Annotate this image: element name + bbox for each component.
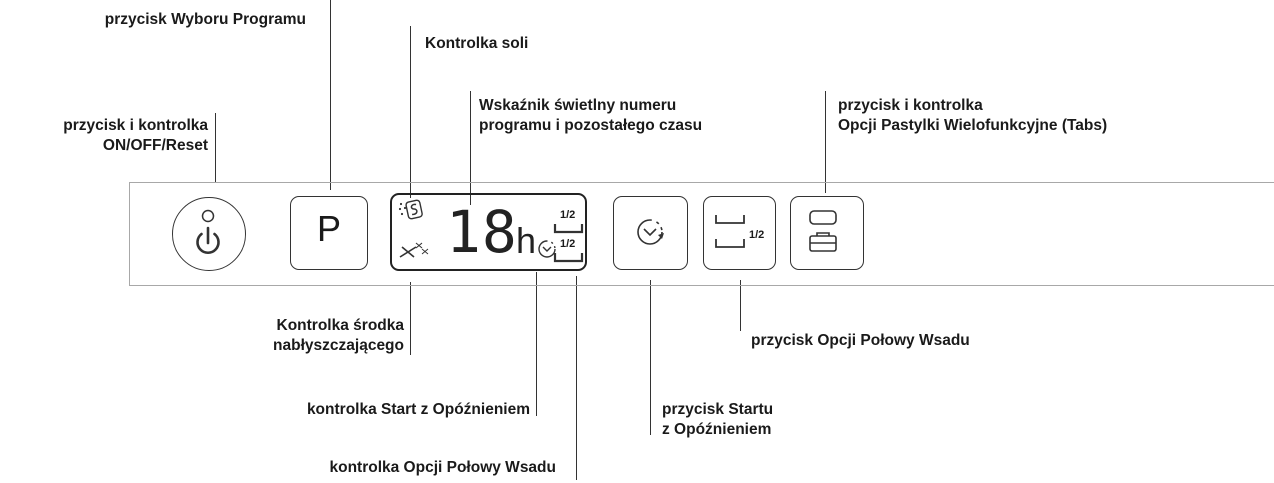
half-load-icon xyxy=(715,215,745,248)
leader-power-button xyxy=(215,113,216,183)
program-display: 18 h 1/2 1/2 xyxy=(390,193,587,271)
program-letter: P xyxy=(316,208,341,249)
tabs-button[interactable] xyxy=(790,196,864,270)
program-button[interactable]: P xyxy=(290,196,368,270)
label-delay-start-indicator: kontrolka Start z Opóźnieniem xyxy=(306,401,530,418)
half-fraction: 1/2 xyxy=(749,229,765,241)
label-tabs-button: przycisk i kontrolka Opcji Pastylki Wiel… xyxy=(838,97,1108,134)
leader-salt-indicator xyxy=(410,26,411,198)
label-rinse-aid-indicator: Kontrolka środka nabłyszczającego xyxy=(273,317,404,354)
label-half-load-button: przycisk Opcji Połowy Wsadu xyxy=(751,332,970,349)
rinse-aid-icon xyxy=(399,242,429,258)
display-digits: 18 xyxy=(446,198,518,266)
control-panel xyxy=(129,182,1274,286)
leader-half-load-button xyxy=(740,280,741,331)
half-fraction-upper: 1/2 xyxy=(560,209,576,221)
leader-program-button xyxy=(330,0,331,190)
half-load-icon xyxy=(553,224,584,263)
half-fraction-lower: 1/2 xyxy=(560,238,576,250)
leader-display xyxy=(470,91,471,205)
power-icon xyxy=(196,210,221,255)
delay-clock-icon xyxy=(538,240,556,258)
half-load-button[interactable]: 1/2 xyxy=(703,196,776,270)
power-button[interactable] xyxy=(172,197,246,271)
label-program-button: przycisk Wyboru Programu xyxy=(104,11,306,28)
display-unit: h xyxy=(516,220,537,261)
delay-start-button[interactable] xyxy=(613,196,688,270)
leader-delay-start-indicator xyxy=(536,272,537,416)
label-salt-indicator: Kontrolka soli xyxy=(425,35,529,52)
label-display: Wskaźnik świetlny numeru programu i pozo… xyxy=(479,97,703,134)
delay-clock-icon xyxy=(637,219,664,245)
salt-icon xyxy=(398,199,423,220)
tabs-icon xyxy=(809,210,837,252)
label-power-button: przycisk i kontrolka ON/OFF/Reset xyxy=(63,117,208,154)
leader-tabs-button xyxy=(825,91,826,193)
leader-rinse-aid-indicator xyxy=(410,282,411,355)
label-half-load-indicator: kontrolka Opcji Połowy Wsadu xyxy=(329,459,556,476)
label-delay-start-button: przycisk Startu z Opóźnieniem xyxy=(662,401,774,438)
leader-half-load-indicator xyxy=(576,276,577,480)
leader-delay-start-button xyxy=(650,280,651,435)
